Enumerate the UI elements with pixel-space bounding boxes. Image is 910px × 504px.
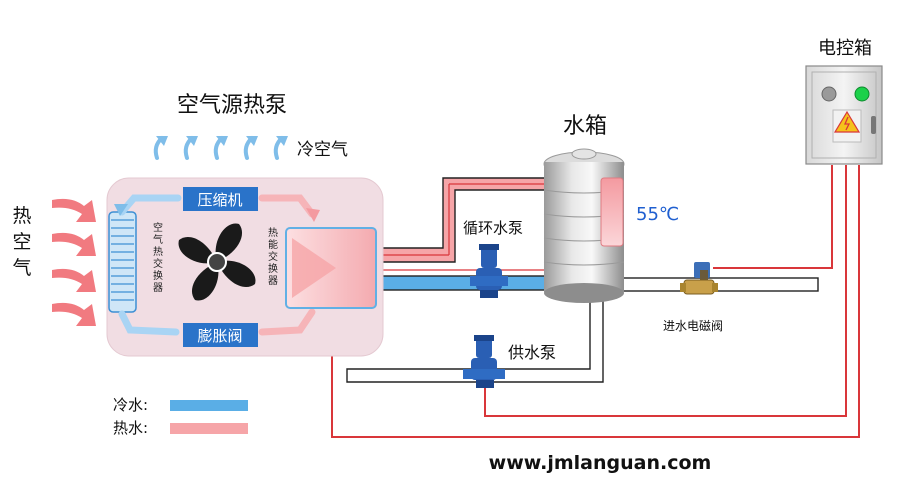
power-light-icon [854,86,870,102]
compressor-box [183,187,258,211]
indicator-light-icon [821,86,837,102]
hot-arrowhead-icon [306,208,320,222]
air-hx-char: 换 [153,269,163,282]
air-hx-char: 器 [153,282,163,294]
hx-char: 器 [268,275,278,287]
cold-arrowhead-icon [114,204,128,216]
expansion-valve-box [183,323,258,347]
hot-air-label: 热 空 气 [12,205,31,279]
legend-cold-label: 冷水: [113,396,148,414]
supply-pump-label: 供水泵 [508,343,556,362]
heat-pump-title: 空气源热泵 [177,93,287,118]
control-wiring [331,165,860,438]
water-tank [543,148,625,303]
hx-char: 交 [268,250,278,263]
control-box-title: 电控箱 [818,38,872,59]
fan-icon [178,223,256,301]
legend-cold-swatch [170,400,248,411]
hx-char: 热 [268,226,278,239]
circulation-pump-label: 循环水泵 [463,219,523,237]
circulation-pump-icon [470,244,508,298]
expansion-valve-label: 膨胀阀 [197,327,242,345]
refrigerant-cold-arrow [118,194,182,336]
hot-air-arrows [52,198,96,326]
solenoid-valve-label: 进水电磁阀 [663,318,723,333]
control-box [805,65,883,165]
hot-air-char: 气 [12,257,31,279]
legend-hot-label: 热水: [113,419,148,437]
air-hx-char: 空 [153,221,163,234]
warning-icon [833,110,861,133]
legend-hot-swatch [170,423,248,434]
hx-char: 换 [268,262,278,275]
solenoid-valve-icon [680,262,718,295]
legend: 冷水: 热水: [113,396,248,437]
water-heat-exchanger [285,227,377,309]
tank-temperature: 55℃ [636,204,679,225]
inlet-pipe [619,277,819,292]
air-hx-char: 交 [153,257,163,270]
air-heat-exchanger-label: 空 气 热 交 换 器 [153,221,163,294]
hot-air-char: 热 [12,205,31,227]
supply-pump-icon [463,335,505,388]
heat-pump-unit: 压缩机 膨胀阀 空 气 热 交 换 器 热 能 交 换 器 [106,177,384,357]
tank-level-indicator [600,177,624,247]
hx-char: 能 [268,238,278,251]
cold-air-label: 冷空气 [297,140,348,160]
air-hx-char: 热 [153,245,163,258]
cold-air-arrows [153,136,288,160]
air-hx-char: 气 [153,233,163,246]
heat-exchanger-label: 热 能 交 换 器 [268,226,278,287]
website-url: www.jmlanguan.com [489,452,712,474]
air-coil [108,211,137,313]
lock-handle-icon [871,116,876,134]
hot-air-char: 空 [12,231,31,253]
tank-title: 水箱 [563,114,607,139]
compressor-label: 压缩机 [197,191,242,209]
